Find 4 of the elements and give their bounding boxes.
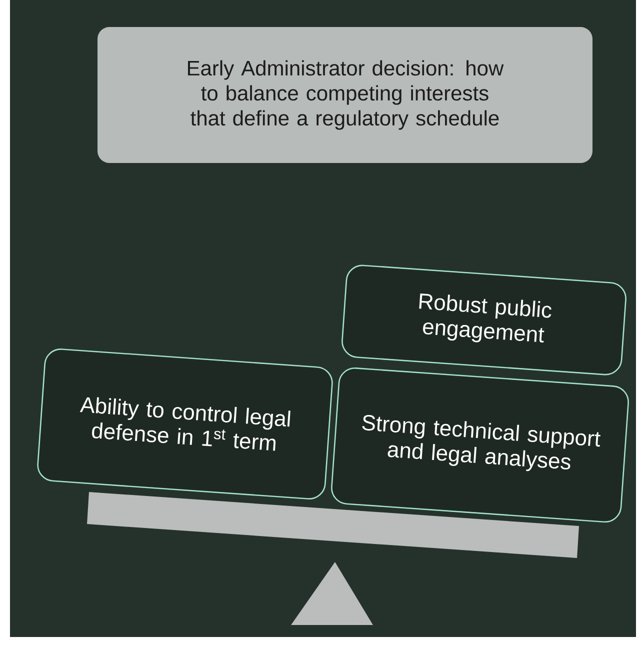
weight-box: Robust public engagement xyxy=(342,264,626,376)
heading-box: Early Administrator decision: how to balance competing interests that define a regulatory schedule xyxy=(98,27,592,163)
weight-box: Ability to control legal defense in 1$^{st}$ term xyxy=(37,348,333,500)
weight-box: Strong technical support and legal analyses xyxy=(331,368,629,522)
